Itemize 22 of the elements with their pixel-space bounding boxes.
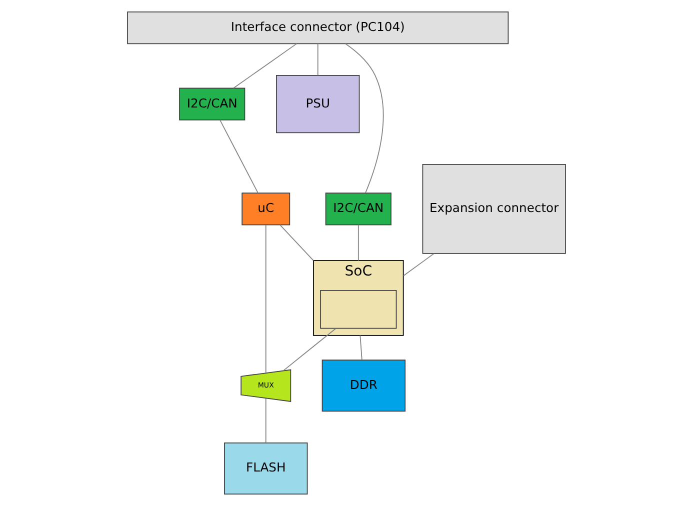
node-box: uC [241, 192, 290, 226]
connector [359, 334, 362, 360]
connector [278, 224, 314, 262]
connector [316, 43, 318, 76]
node-box: Expansion connector [422, 164, 566, 254]
node-box: I2C/CAN [324, 192, 391, 226]
connector [282, 328, 336, 372]
connector [402, 253, 434, 276]
node-box: DDR [321, 360, 406, 412]
node-box: I2C/CAN [178, 88, 245, 120]
node-box: FLASH [224, 442, 308, 494]
node-box: MUX [240, 369, 291, 402]
node-box: PSU [276, 75, 360, 134]
node-box [320, 290, 396, 329]
connector [232, 43, 296, 89]
connector [357, 224, 358, 261]
cluster: SoC [312, 260, 404, 336]
connector [264, 398, 266, 444]
connector [219, 120, 258, 194]
connector [344, 43, 384, 194]
connector [264, 224, 266, 374]
node-box: Interface connector (PC104) [126, 12, 508, 44]
